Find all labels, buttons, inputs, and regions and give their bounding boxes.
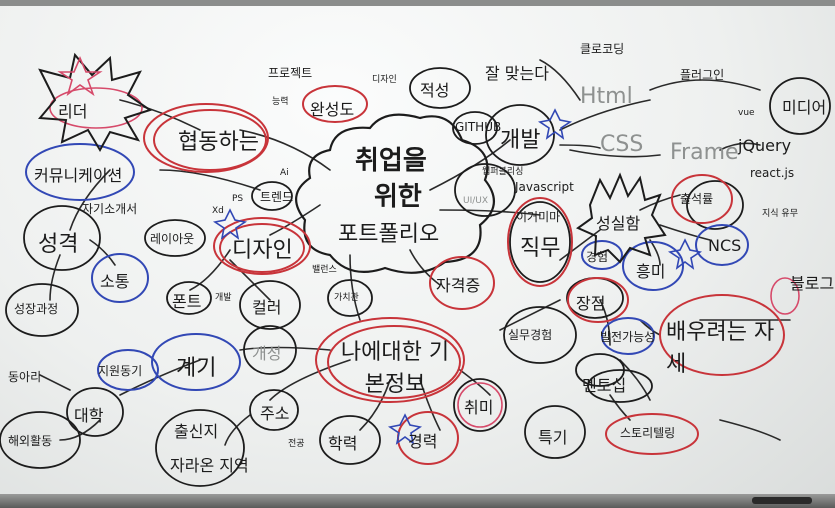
center-line-3: 포트폴리오 (338, 222, 440, 247)
center-line-1: 취업을 (355, 146, 427, 176)
node-mentor: 멘토십 (582, 376, 627, 395)
node-education: 학력 (328, 434, 358, 453)
node-ncs: NCS (708, 236, 742, 255)
node-jquery: jQuery (738, 136, 792, 155)
node-xd: Xd (212, 206, 224, 216)
node-trend: 트렌드 (260, 190, 294, 204)
starburst-sincerity (575, 172, 667, 264)
node-blog: 블로그 (790, 274, 835, 293)
node-ai: Ai (280, 168, 289, 178)
center-cloud (295, 113, 495, 274)
node-vue: vue (738, 108, 755, 118)
node-design-label: 디자인 (372, 75, 397, 85)
node-growth: 성장과정 (14, 302, 59, 316)
node-attendance: 출석률 (680, 192, 714, 206)
node-club: 동아리 (8, 370, 42, 384)
center-line-2: 위한 (374, 182, 422, 212)
node-media: 미디어 (782, 98, 827, 117)
node-sincerity: 성실함 (596, 214, 641, 233)
node-trigger: 계기 (176, 356, 217, 381)
node-webpub: 웹퍼블리싱 (482, 167, 524, 177)
node-completeness: 완성도 (310, 100, 355, 119)
node-design: 디자인 (232, 238, 293, 263)
node-css: CSS (600, 132, 644, 157)
node-ui-ux: UI/UX (463, 196, 489, 206)
node-html: Html (580, 84, 633, 109)
marker-on-tray (752, 497, 812, 504)
node-color: 컬러 (252, 298, 282, 317)
node-job: 직무 (520, 236, 561, 261)
node-javascript: Javascript (515, 180, 574, 194)
node-cloud-coding: 클로코딩 (580, 42, 625, 56)
node-learn-attitude: 배우려는 자세 (666, 320, 775, 377)
node-aptitude: 적성 (420, 81, 450, 100)
node-personality: 성격 (38, 232, 79, 257)
node-knowledge: 지식 유무 (762, 209, 798, 219)
node-layout: 레이아웃 (150, 232, 195, 246)
node-career: 경력 (408, 432, 438, 451)
node-communication: 소통 (100, 272, 130, 291)
node-react: react.js (750, 166, 795, 180)
node-balance: 밸런스 (312, 265, 337, 275)
node-growth-pot: 발전가능성 (600, 330, 656, 344)
node-storytelling: 스토리텔링 (620, 426, 676, 440)
node-hometown: 출신지 (174, 422, 219, 441)
node-self-basic: 나에대한 기본정보 (340, 340, 450, 397)
node-personality2: 개성 (252, 344, 282, 363)
node-value: 가치관 (334, 293, 359, 303)
node-font: 폰트 (172, 292, 202, 311)
starburst-top-left (37, 52, 153, 152)
node-region: 자라온 지역 (170, 456, 249, 475)
node-cert: 자격증 (436, 276, 481, 295)
node-project: 프로젝트 (268, 66, 313, 80)
node-overseas: 해외활동 (8, 434, 53, 448)
node-self-intro: 자기소개서 (82, 202, 138, 216)
node-hobby: 취미 (464, 398, 494, 417)
node-specialty: 특기 (538, 428, 568, 447)
node-ps: PS (232, 194, 244, 204)
node-plugin: 플러그인 (680, 68, 725, 82)
connector-lines (39, 59, 791, 446)
node-motive: 지원동기 (98, 364, 143, 378)
node-dev: 개발 (500, 128, 541, 153)
node-address: 주소 (260, 404, 290, 423)
whiteboard-marker-tray (0, 494, 835, 508)
node-comm: 커뮤니케이션 (34, 166, 123, 185)
node-ability: 능력 (272, 97, 289, 107)
node-good-point: 장점 (576, 294, 606, 313)
node-frame: Frame (670, 140, 739, 165)
node-leader: 리더 (58, 102, 88, 121)
node-github: GITHUB (455, 120, 502, 134)
node-past-exp: 경험 (586, 250, 609, 264)
node-ccc: 이거미마 (516, 210, 561, 224)
node-college: 대학 (74, 406, 104, 425)
node-dev-small: 개발 (215, 293, 232, 303)
node-collab: 협동하는 (178, 130, 259, 155)
node-experience: 실무경험 (508, 328, 553, 342)
node-major: 전공 (288, 439, 305, 449)
node-interest: 흥미 (636, 262, 666, 281)
node-fits-well: 잘 맞는다 (485, 64, 549, 83)
whiteboard-frame-top (0, 0, 835, 6)
